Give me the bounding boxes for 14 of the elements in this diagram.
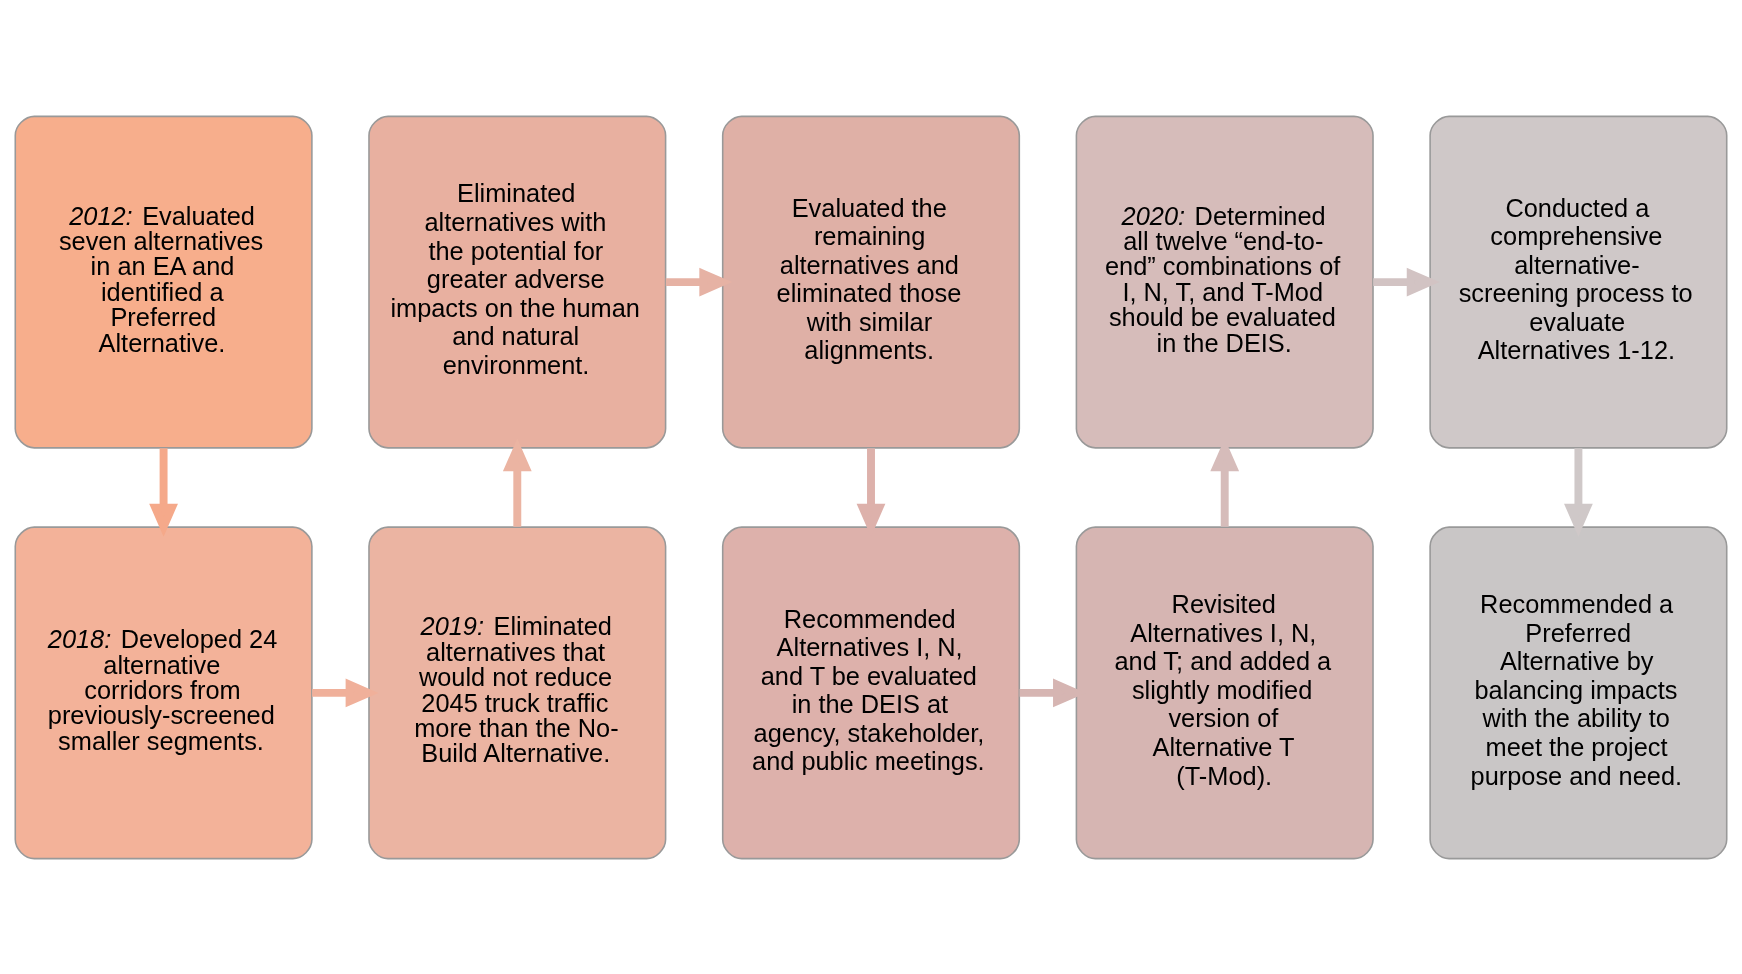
node-box: Conducted a comprehensive alternative-screening process to evaluate Alternatives 1-12. bbox=[1429, 115, 1728, 449]
node-box: Recommended Alternatives I, N, and T be evaluated in the DEIS at agency, stakeholder, and public meetings. bbox=[721, 525, 1021, 859]
node-box: 2012: Evaluated seven alternatives in an EA and identified a Preferred Alternative. bbox=[14, 115, 313, 449]
arrow bbox=[149, 447, 178, 537]
node-box: Evaluated the remaining alternatives and eliminated those with similar alignments. bbox=[721, 115, 1021, 449]
arrow bbox=[312, 678, 379, 707]
arrow bbox=[1564, 447, 1593, 537]
node-box: Recommended a Preferred Alternative by balancing impacts with the ability to meet the project purpose and need. bbox=[1429, 525, 1728, 859]
node-box: 2019: Eliminated alternatives that would not reduce 2045 truck traffic more than the No-Build Alternative. bbox=[368, 525, 667, 859]
node-box: Eliminated alternatives with the potential for greater adverse impacts on the human and natural environment. bbox=[368, 115, 667, 449]
node-box: Revisited Alternatives I, N, and T; and added a slightly modified version of Alternative T (T-Mod). bbox=[1075, 525, 1374, 859]
node-box: 2020: Determined all twelve “end-to-end” combinations of I, N, T, and T-Mod should be evaluated in the DEIS. bbox=[1075, 115, 1374, 449]
arrow bbox=[665, 267, 733, 296]
node-box: 2018: Developed 24 alternative corridors from previously-screened smaller segments. bbox=[14, 525, 313, 859]
